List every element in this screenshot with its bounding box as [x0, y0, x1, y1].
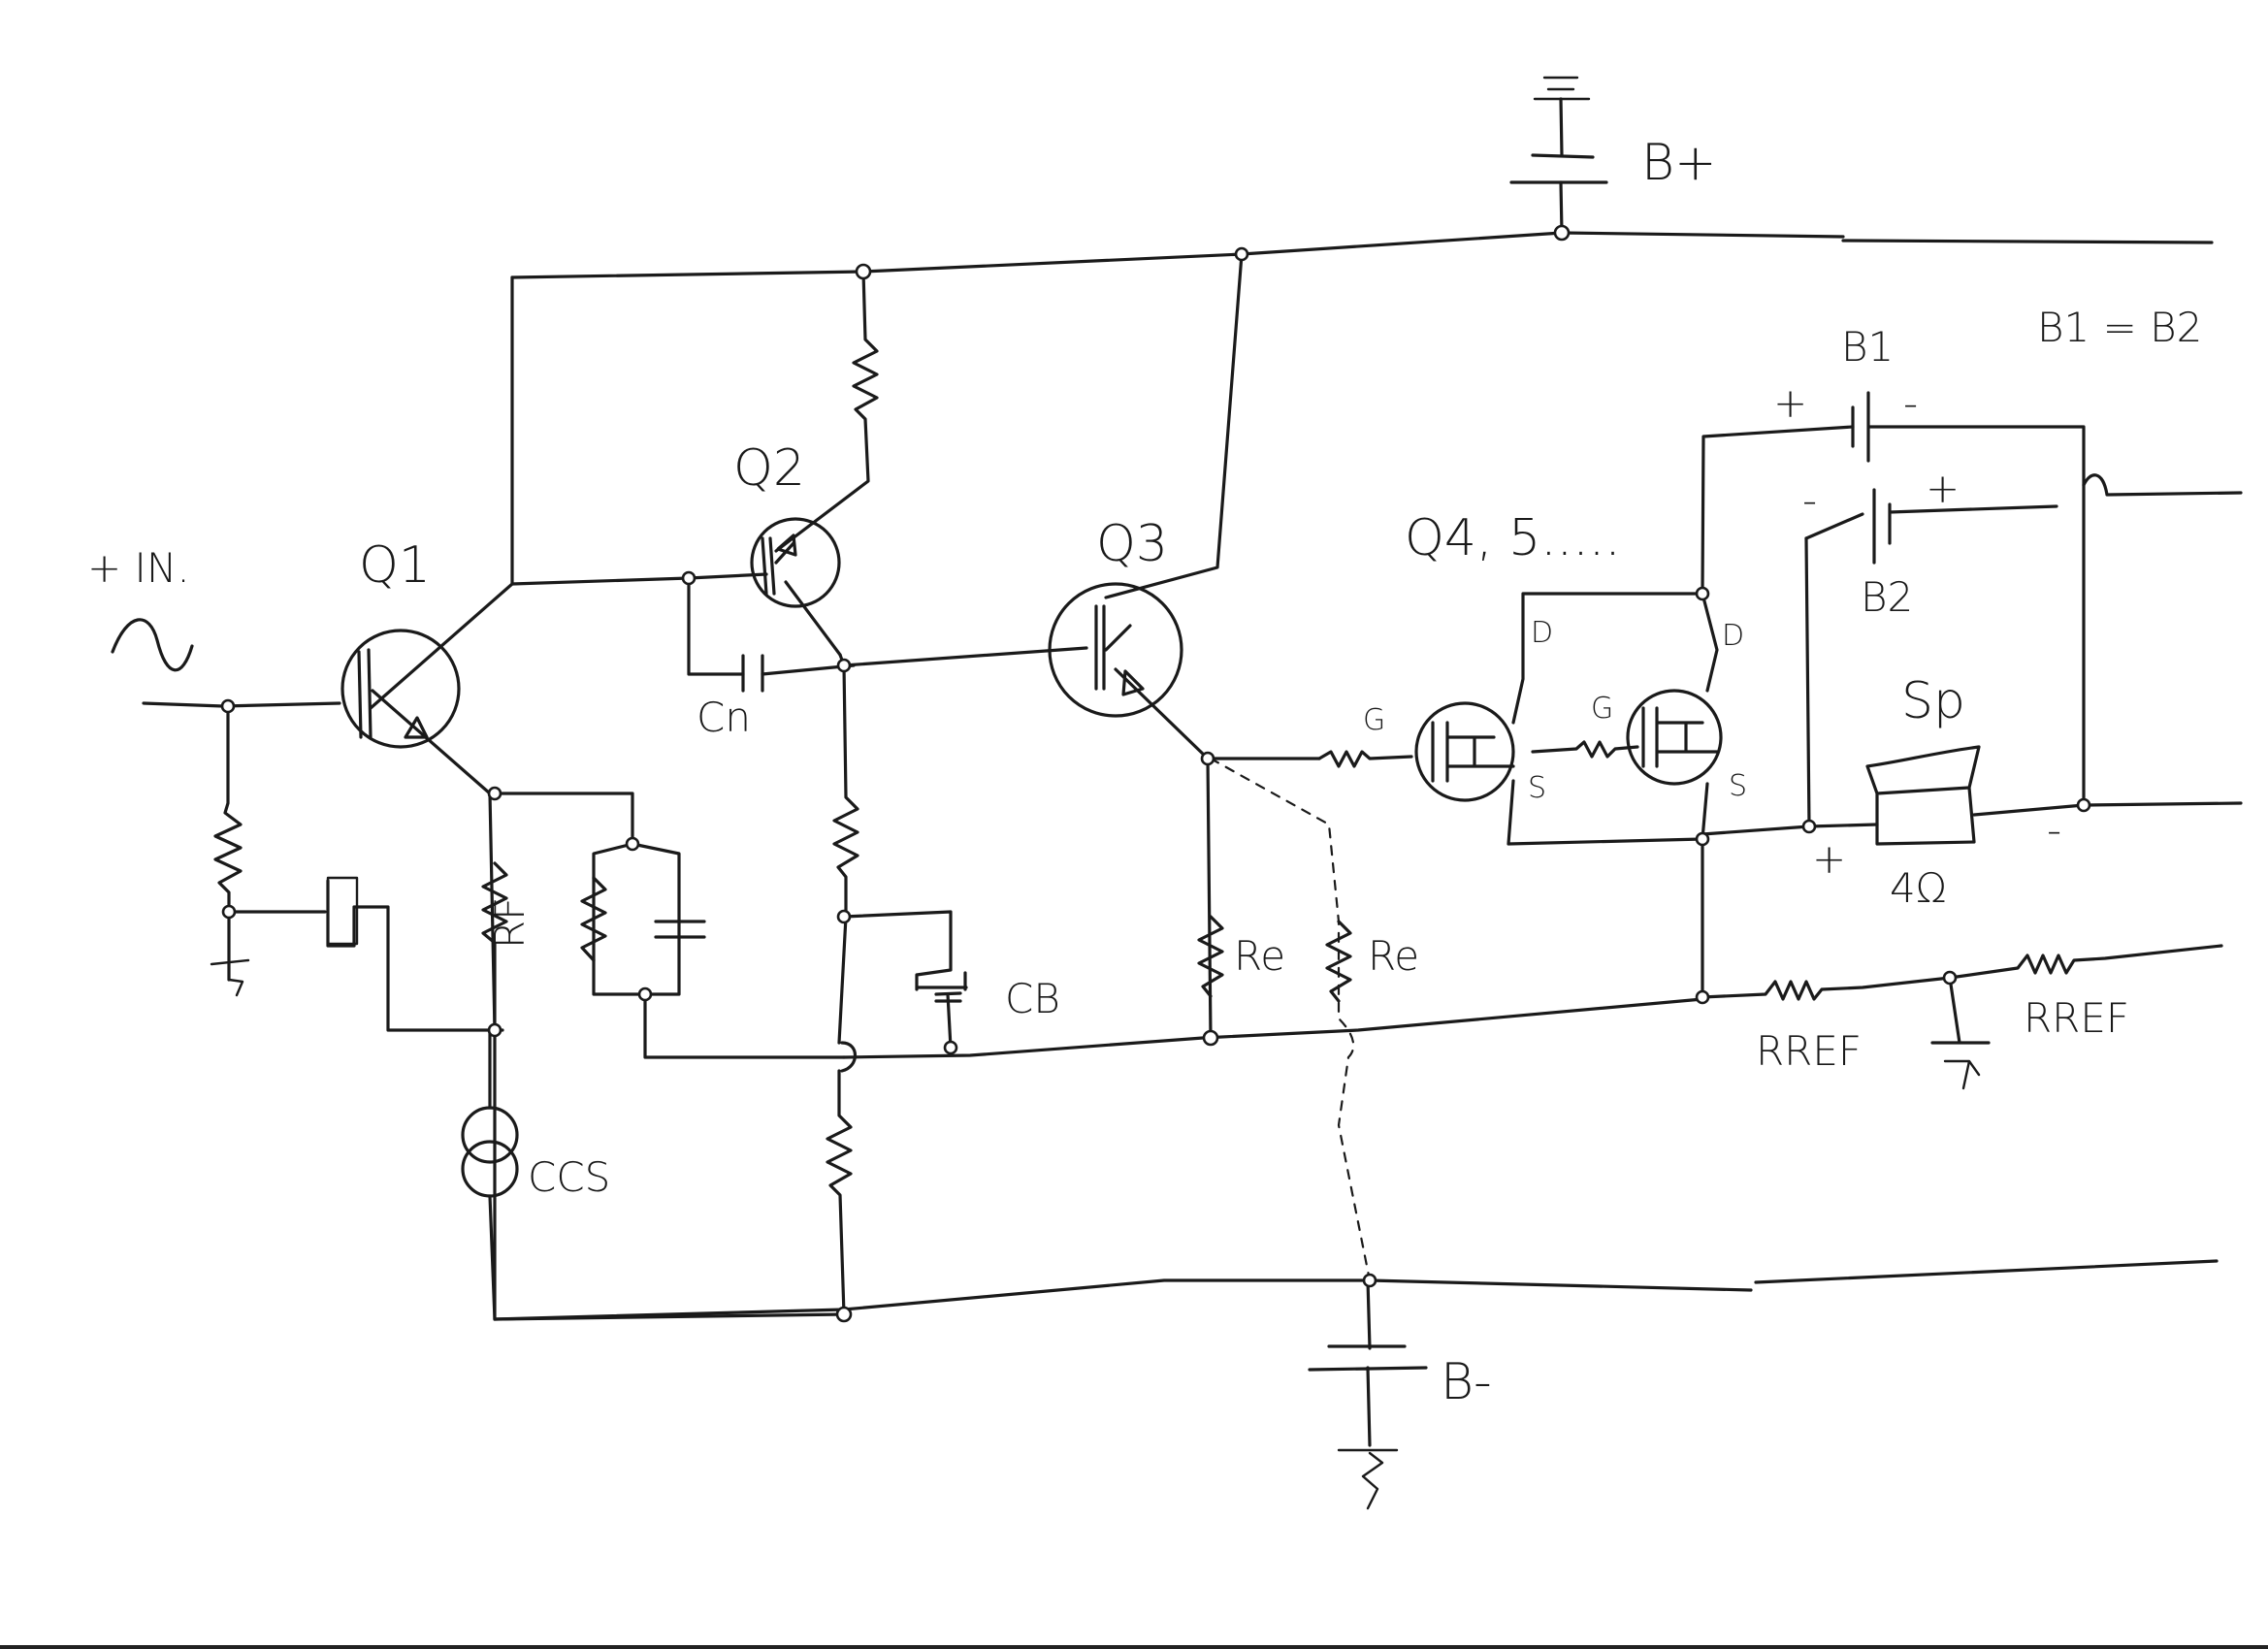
input-shunt — [213, 704, 243, 982]
input-cap-box — [326, 876, 359, 946]
b-equal-label: B1 = B2 — [2037, 304, 2202, 351]
b2-label: B2 — [1861, 573, 1913, 621]
page-bottom-edge — [0, 1645, 2268, 1649]
sp-minus: - — [2047, 806, 2061, 854]
gate2-label: G — [1591, 692, 1613, 726]
gate-resistor-1 — [1317, 750, 1413, 768]
input-wire — [142, 701, 341, 708]
ac-source-icon — [111, 618, 194, 672]
q3-transistor-icon — [1048, 582, 1183, 718]
battery-b1 — [1851, 391, 2086, 487]
q1-emitter-resistor — [481, 861, 508, 1032]
q2-label: Q2 — [733, 439, 805, 498]
rref-resistor-1 — [1701, 976, 1952, 1001]
rf-label: RF — [486, 897, 534, 949]
cn-label: Cn — [697, 694, 751, 741]
b1-label: B1 — [1841, 323, 1894, 371]
re-resistor-2 — [1325, 920, 1352, 1003]
q2-load-resistor — [832, 663, 859, 1045]
battery-b2 — [1804, 488, 2058, 565]
b2-plus: + — [1926, 465, 1960, 512]
ground-icon-ref — [1943, 1059, 1981, 1090]
ground-icon-in — [210, 958, 250, 997]
source1-label: S — [1528, 771, 1546, 805]
bplus-label: B+ — [1641, 134, 1717, 192]
speaker-icon — [1865, 745, 1981, 846]
ccs-label: CCS — [528, 1153, 610, 1201]
ground-symbol-top — [1533, 76, 1591, 101]
b2-minus: - — [1802, 476, 1817, 524]
re2-label: Re — [1368, 932, 1419, 980]
rref1-label: RREF — [1756, 1027, 1862, 1075]
q1-label: Q1 — [359, 536, 431, 595]
drain2-label: D — [1722, 619, 1744, 653]
q1-transistor-icon — [340, 629, 461, 749]
rref-resistor-2 — [1948, 944, 2223, 980]
b1-plus: + — [1773, 379, 1807, 427]
b1-minus: - — [1903, 379, 1918, 427]
battery-bplus — [1509, 76, 1608, 235]
mosfet-q4-icon — [1414, 701, 1515, 802]
cb-label: CB — [1005, 975, 1060, 1022]
source2-label: S — [1729, 769, 1747, 803]
sp-plus: + — [1812, 835, 1846, 883]
bplus-rail — [510, 231, 2214, 279]
q2-transistor-icon — [750, 517, 841, 608]
q3-label: Q3 — [1096, 515, 1168, 573]
input-label: + IN. — [87, 544, 190, 592]
bminus-label: B- — [1441, 1353, 1492, 1411]
junction-dots — [220, 224, 2091, 1323]
rf-network — [493, 792, 846, 1059]
ccs-source-icon — [461, 1028, 519, 1321]
re1-label: Re — [1234, 932, 1285, 980]
drain1-label: D — [1531, 616, 1553, 650]
ohm-label: 4Ω — [1890, 864, 1947, 912]
cb-capacitor — [934, 991, 962, 1050]
sp-label: Sp — [1901, 672, 1965, 730]
q45-label: Q4, 5..... — [1405, 509, 1621, 567]
re-resistor-1 — [1197, 915, 1224, 998]
rref2-label: RREF — [2024, 994, 2129, 1042]
q2-collector-resistor — [774, 270, 879, 553]
gate1-label: G — [1363, 703, 1385, 737]
gate-resistor-2 — [1531, 740, 1639, 759]
mosfet-q5-icon — [1626, 689, 1723, 786]
bminus-rail — [493, 1259, 2219, 1321]
cn-capacitor — [741, 654, 764, 693]
battery-bminus — [1308, 1278, 1428, 1510]
